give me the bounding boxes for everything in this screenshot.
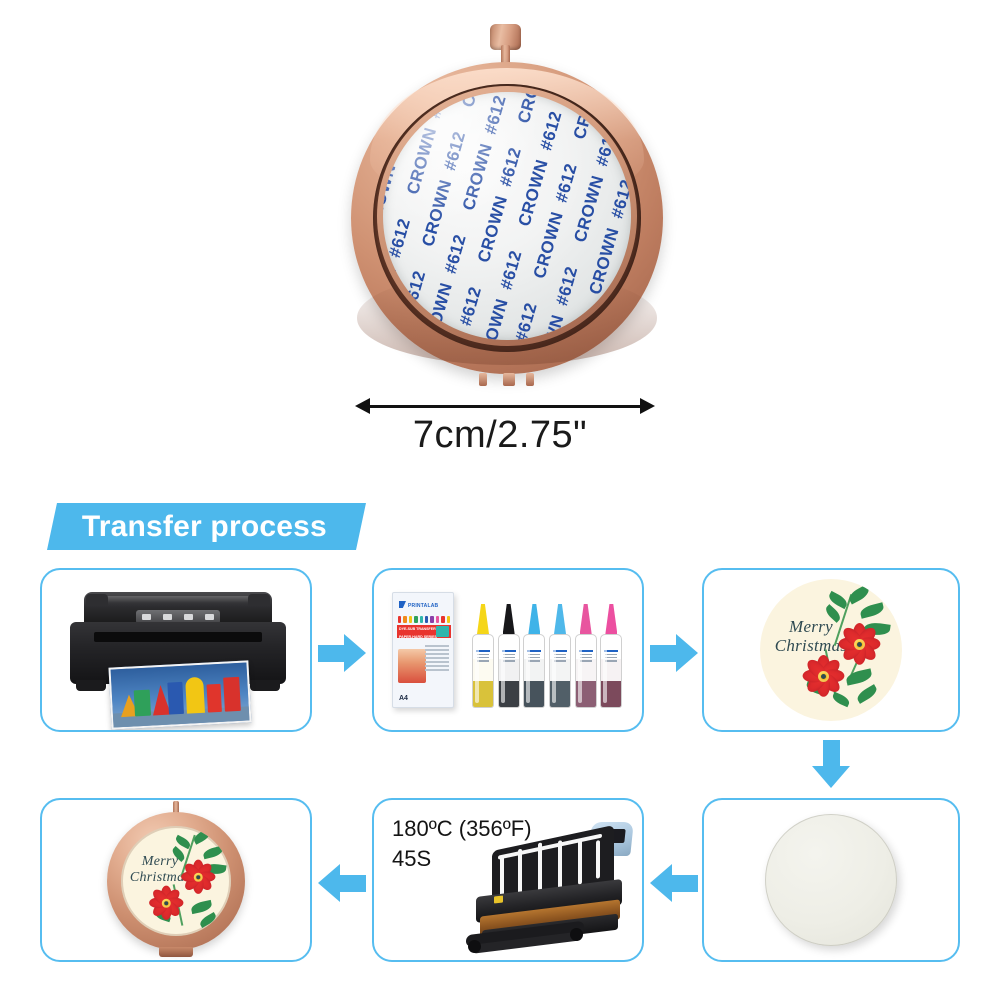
design-flower-upper: [836, 621, 882, 667]
printer-paper-slot: [94, 632, 262, 642]
mirror-hinge: [474, 370, 540, 389]
dimension-arrow-line: [363, 405, 647, 408]
finished-flower-lower: [147, 884, 185, 922]
paper-size-label: A4: [399, 695, 408, 702]
finished-compact-mirror: Merry Christmas: [101, 801, 251, 959]
dimension-arrow-right-head: [640, 398, 655, 414]
dimension-label: 7cm/2.75": [412, 414, 588, 456]
ink-bottle-yellow: [472, 604, 494, 708]
blank-insert-disc: [765, 814, 897, 946]
press-settings-text: 180ºC (356ºF) 45S: [392, 814, 532, 874]
printed-design-disc: Merry Christmas: [760, 579, 902, 721]
finished-clasp-stem: [173, 801, 179, 814]
paper-color-dots: [398, 616, 451, 623]
finished-hinge: [159, 947, 193, 957]
heat-press-badge: [494, 895, 503, 904]
paper-description-lines: [425, 645, 449, 673]
heat-press-machine-icon: [458, 816, 634, 956]
inkjet-printer-icon: [70, 592, 286, 730]
color-test-print: [108, 660, 252, 730]
arrow-press-to-result: [318, 864, 366, 902]
finished-greeting-text: Merry Christmas: [129, 854, 191, 885]
ink-bottle-magenta: [574, 604, 597, 708]
step-panel-press[interactable]: 180ºC (356ºF) 45S: [372, 798, 644, 962]
arrow-blank-to-press: [650, 864, 698, 902]
press-temperature: 180ºC (356ºF): [392, 816, 532, 841]
ink-bottle-light-magenta: [600, 604, 623, 708]
ink-bottle-black: [497, 604, 520, 708]
arrow-design-to-blank: [812, 740, 850, 788]
finished-design-face: Merry Christmas: [121, 826, 231, 936]
arrow-print-to-supplies: [318, 634, 366, 672]
step-panel-blank[interactable]: [702, 798, 960, 962]
step-panel-print[interactable]: [40, 568, 312, 732]
design-flower-lower: [800, 653, 846, 699]
design-greeting-text: Merry Christmas: [774, 617, 848, 655]
ink-bottle-light-cyan: [549, 604, 572, 708]
section-banner: Transfer process: [47, 503, 366, 550]
paper-weight-badge: [436, 626, 449, 637]
step-panel-result[interactable]: Merry Christmas: [40, 798, 312, 962]
dimension-arrow: [355, 396, 655, 416]
dimension-arrow-left-head: [355, 398, 370, 414]
paper-brand-label: PRINTALAB: [399, 601, 438, 609]
printer-control-panel: [136, 610, 220, 624]
press-duration: 45S: [392, 846, 432, 871]
clasp-stem: [501, 45, 510, 67]
finished-flower-upper: [179, 858, 217, 896]
section-banner-label: Transfer process: [82, 509, 327, 543]
paper-sample-photo: [398, 649, 426, 683]
arrow-supplies-to-design: [650, 634, 698, 672]
step-panel-design[interactable]: Merry Christmas: [702, 568, 960, 732]
ink-bottle-row: [472, 598, 623, 708]
ink-bottle-cyan: [523, 604, 546, 708]
